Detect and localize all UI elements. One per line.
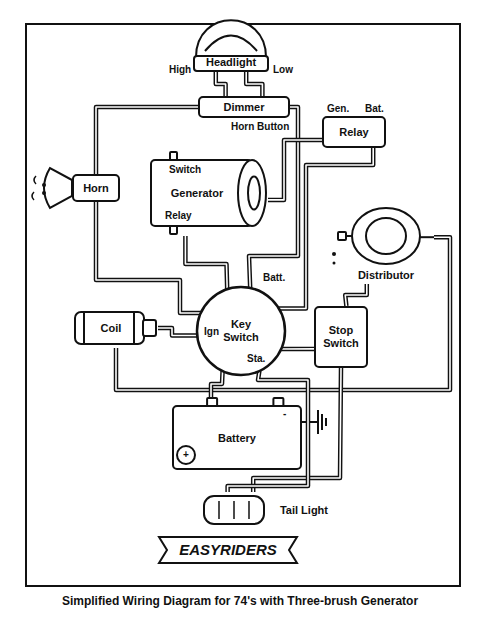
caption: Simplified Wiring Diagram for 74's with … — [0, 594, 480, 608]
horn: Horn — [72, 174, 120, 202]
dist-part — [352, 208, 420, 264]
coil-part — [143, 320, 156, 336]
ignition-coil: Coil — [74, 308, 158, 348]
sound-lines — [32, 176, 36, 200]
terminal-label: Relay — [164, 210, 193, 221]
component-name: Horn — [83, 182, 109, 195]
terminal-label: Sta. — [246, 353, 266, 364]
stop-switch: Stop Switch — [314, 306, 368, 368]
horn-face-eye — [42, 183, 46, 187]
terminal-label: High — [168, 64, 192, 75]
component-name: Headlight — [206, 56, 256, 69]
wire-sheath — [246, 72, 262, 96]
terminal-label: Batt. — [262, 272, 286, 283]
rect-part — [323, 117, 385, 147]
wire-sheath — [345, 284, 367, 306]
wire-core — [211, 371, 223, 398]
wire-core — [249, 107, 298, 288]
terminal-label: Low — [272, 64, 294, 75]
wire-core — [268, 140, 322, 200]
dist-part — [366, 218, 406, 254]
tail-part — [204, 496, 264, 524]
terminal-label: Ign — [203, 326, 220, 337]
relay-box: Relay — [322, 116, 386, 148]
polarity-sign: + — [182, 449, 190, 460]
banner-part — [159, 537, 297, 563]
wire — [158, 328, 197, 336]
wire — [246, 72, 262, 96]
horn-bell — [44, 168, 72, 208]
battery-part — [177, 446, 195, 464]
terminal-label: Switch — [168, 164, 202, 175]
wire-core — [345, 284, 367, 306]
frame — [26, 24, 460, 586]
dist-part — [338, 232, 346, 240]
easyriders-banner: EASYRIDERS — [158, 534, 298, 566]
cyl-part — [248, 177, 260, 210]
wire — [249, 107, 298, 288]
dome-part — [196, 20, 266, 57]
terminal-label: Gen. — [326, 103, 350, 114]
headlight: Headlight — [193, 12, 269, 72]
terminal-label: Bat. — [364, 103, 385, 114]
tail-part — [233, 501, 235, 519]
component-name: Stop Switch — [318, 324, 364, 349]
component-name: Tail Light — [280, 504, 328, 517]
dimmer-switch: Dimmer — [198, 96, 290, 118]
wire-sheath — [281, 347, 314, 352]
component-name: EASYRIDERS — [179, 541, 277, 558]
ground-symbol — [317, 410, 319, 434]
wire-core — [216, 72, 226, 96]
wire — [268, 140, 322, 200]
wire-sheath — [185, 236, 227, 289]
wire-sheath — [158, 328, 197, 336]
wire-sheath — [96, 202, 201, 313]
wire — [211, 371, 223, 398]
dome-part — [194, 56, 268, 71]
wire — [281, 348, 314, 349]
wire-core — [96, 202, 201, 313]
wire-core — [158, 328, 197, 336]
tail-light: Tail Light — [202, 492, 330, 528]
component-name: Generator — [171, 187, 224, 200]
component-name: Battery — [218, 432, 256, 445]
cyl-part — [238, 160, 266, 226]
component-name: Distributor — [358, 269, 414, 282]
wire-core — [185, 236, 227, 289]
horn-face-eye — [42, 191, 46, 195]
component-name: Coil — [101, 322, 122, 335]
wire-core — [281, 348, 314, 350]
generator: Generator — [150, 150, 268, 236]
wire-sheath — [211, 371, 223, 398]
rect-part — [199, 97, 289, 117]
cyl-part — [151, 160, 252, 226]
wire — [185, 236, 227, 289]
coil-part — [84, 313, 134, 343]
coil-part — [75, 312, 144, 344]
wire — [345, 284, 367, 306]
drip — [332, 252, 336, 256]
dome-part — [205, 36, 257, 52]
battery-part — [173, 406, 301, 469]
wire-sheath — [249, 107, 298, 288]
wire-sheath — [216, 72, 226, 96]
ground-symbol — [321, 414, 323, 430]
part-label: Horn Button — [230, 121, 290, 132]
tail-part — [248, 501, 250, 519]
rect-part — [315, 307, 367, 367]
ground-symbol — [325, 418, 327, 426]
component-name: Dimmer — [224, 101, 265, 114]
distributor: Distributor — [338, 206, 434, 284]
wire — [96, 202, 201, 313]
drip — [333, 262, 336, 265]
wire — [216, 72, 226, 96]
component-name: Key Switch — [212, 318, 270, 343]
wire-sheath — [268, 140, 322, 200]
polarity-sign: - — [282, 408, 287, 419]
tail-part — [218, 501, 220, 519]
wire-core — [246, 72, 262, 96]
component-name: Relay — [339, 126, 368, 139]
circle-part — [197, 287, 285, 375]
rect-part — [73, 175, 119, 201]
